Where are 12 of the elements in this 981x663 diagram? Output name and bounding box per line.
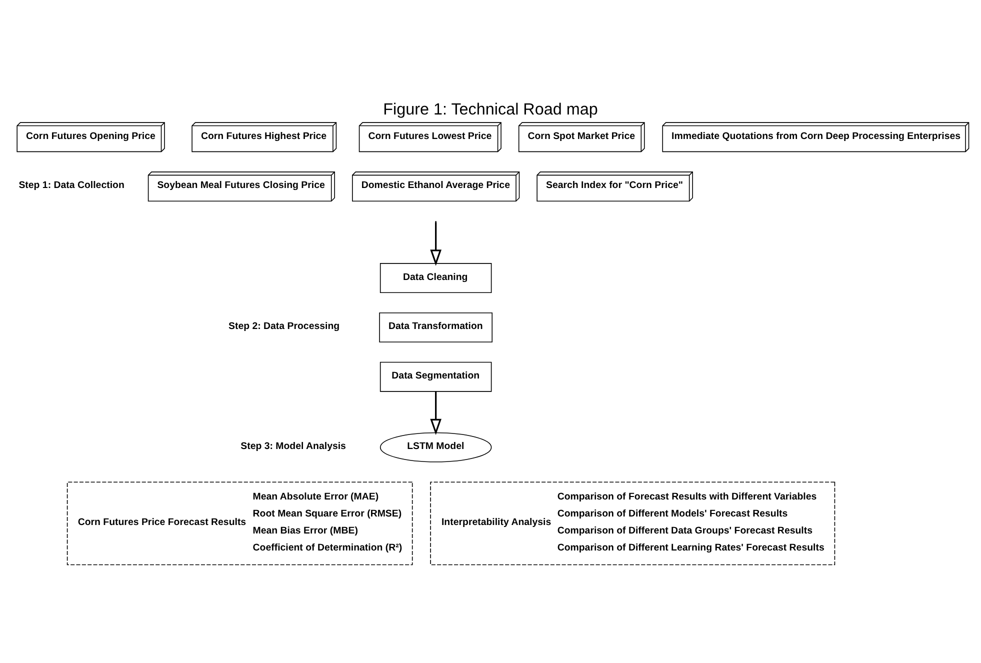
label: Step 3: Model Analysis — [240, 441, 346, 452]
node-box: Data Transformation — [379, 312, 493, 342]
diagram-title: Figure 1: Technical Road map — [383, 100, 598, 118]
node-box: Data Segmentation — [380, 362, 492, 392]
arrow — [430, 222, 442, 266]
label: Step 1: Data Collection — [18, 180, 124, 192]
node-box: Corn Futures Price Forecast Results Mean Absolute Error (MAE) Root Mean Square Error (RMSE) Mean Bias Error (MBE) Coefficient of Determination (R²) — [66, 482, 413, 566]
label: Step 2: Data Processing — [228, 321, 340, 332]
node-box: Interpretability Analysis Comparison of Forecast Results with Different Variables Comparison of Different Models' Forecast Results Comparison of Different Data Groups' Forecast Results Comparison of Different Learning Rates' Forecast Results — [430, 482, 836, 566]
node-box: Data Cleaning — [380, 263, 492, 294]
arrow — [430, 392, 442, 436]
node-ellipse: LSTM Model — [380, 432, 492, 462]
